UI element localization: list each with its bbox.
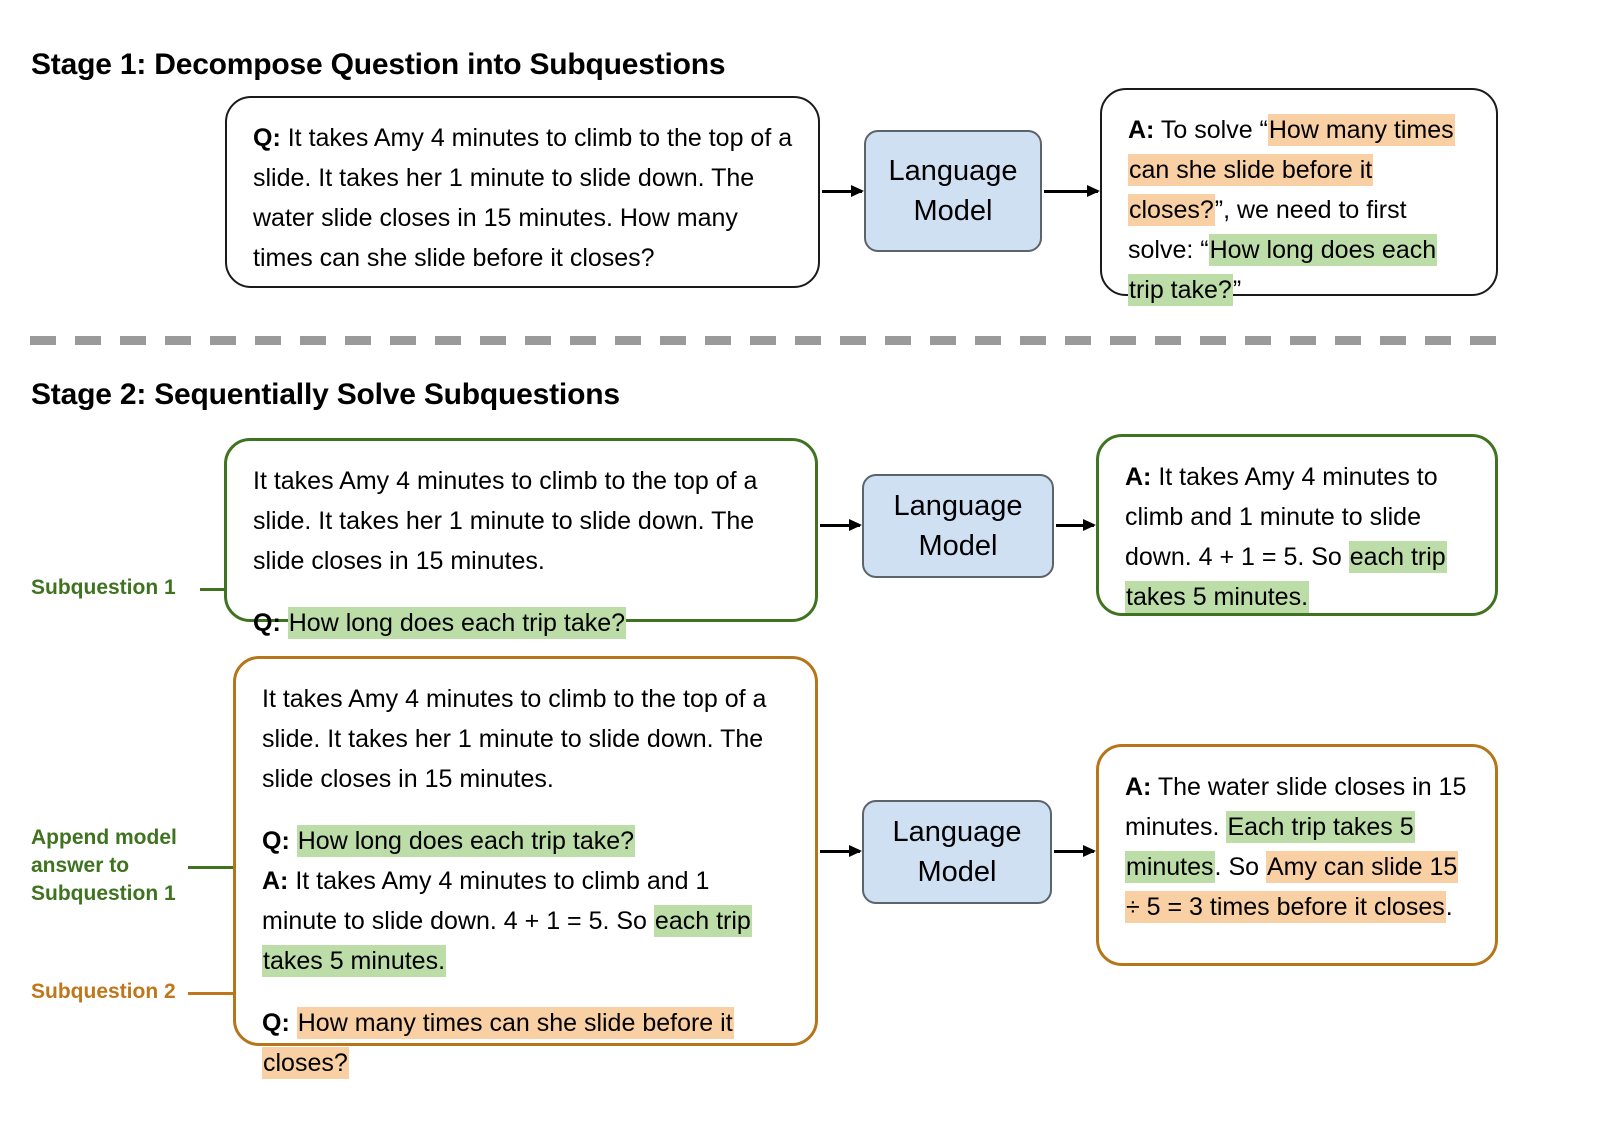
answer-seg-1: It takes Amy 4 minutes to climb and 1 mi… [1125, 463, 1438, 571]
arrow-question-to-model-1 [822, 185, 864, 196]
prompt-1-context: It takes Amy 4 minutes to climb to the t… [253, 467, 758, 575]
answer-seg-3: . So [1214, 853, 1266, 881]
subquestion-2-label: Subquestion 2 [31, 980, 176, 1003]
arrow-model-to-answer-3 [1054, 845, 1096, 856]
lm-line-2: Model [917, 856, 997, 888]
stage2-prompt-box-2: It takes Amy 4 minutes to climb to the t… [233, 656, 818, 1079]
arrow-model-to-answer-2 [1056, 519, 1096, 530]
prompt-2-q2-label: Q: [262, 1009, 290, 1037]
language-model-node-3: Language Model [862, 800, 1052, 904]
prompt-2-a1-seg-1: It takes Amy 4 minutes to climb and 1 mi… [262, 867, 710, 935]
prompt-2-context: It takes Amy 4 minutes to climb to the t… [262, 685, 767, 793]
lm-line-2: Model [918, 530, 998, 562]
language-model-node-2: Language Model [862, 474, 1054, 578]
prompt-1-q-highlight: How long does each trip take? [287, 607, 627, 639]
answer-seg-1: The water slide closes in 15 minutes. [1125, 773, 1467, 841]
stage2-answer-box-2: A: The water slide closes in 15 minutes.… [1096, 744, 1498, 966]
prompt-1-q-label: Q: [253, 609, 281, 637]
language-model-node-1: Language Model [864, 130, 1042, 252]
question-text: It takes Amy 4 minutes to climb to the t… [253, 124, 793, 272]
stage-divider [30, 336, 1502, 345]
prompt-2-q2-highlight: How many times can she slide before it c… [262, 1007, 734, 1079]
answer-seg-5: ” [1232, 276, 1242, 304]
prompt-2-q1-label: Q: [262, 827, 290, 855]
append-model-answer-label: Append model answer to Subquestion 1 [31, 826, 177, 905]
prompt-2-a1-label: A: [262, 867, 289, 895]
lm-line-1: Language [893, 490, 1023, 522]
connector-append [188, 866, 262, 869]
lm-line-2: Model [913, 195, 993, 227]
stage2-answer-box-1: A: It takes Amy 4 minutes to climb and 1… [1096, 434, 1498, 616]
answer-seg-1: To solve “ [1154, 116, 1268, 144]
arrow-model-to-answer-1 [1044, 185, 1100, 196]
stage1-question-box: Q: It takes Amy 4 minutes to climb to th… [225, 96, 820, 288]
stage-2-title: Stage 2: Sequentially Solve Subquestions [31, 378, 620, 411]
lm-line-1: Language [888, 155, 1018, 187]
prompt-2-q1-highlight: How long does each trip take? [296, 825, 636, 857]
stage2-prompt-box-1: It takes Amy 4 minutes to climb to the t… [224, 438, 818, 639]
stage1-answer-box: A: To solve “How many times can she slid… [1100, 88, 1498, 306]
connector-subquestion-2 [188, 992, 262, 995]
answer-label: A: [1125, 773, 1152, 801]
arrow-prompt-to-model-3 [820, 845, 862, 856]
arrow-prompt-to-model-2 [820, 519, 862, 530]
answer-label: A: [1128, 116, 1155, 144]
stage-1-title: Stage 1: Decompose Question into Subques… [31, 48, 726, 81]
subquestion-1-label: Subquestion 1 [31, 576, 176, 599]
lm-line-1: Language [892, 816, 1022, 848]
answer-label: A: [1125, 463, 1152, 491]
answer-seg-3: ”, we need to first solve: “ [1128, 196, 1407, 264]
answer-seg-5: . [1445, 893, 1453, 921]
question-label: Q: [253, 124, 281, 152]
